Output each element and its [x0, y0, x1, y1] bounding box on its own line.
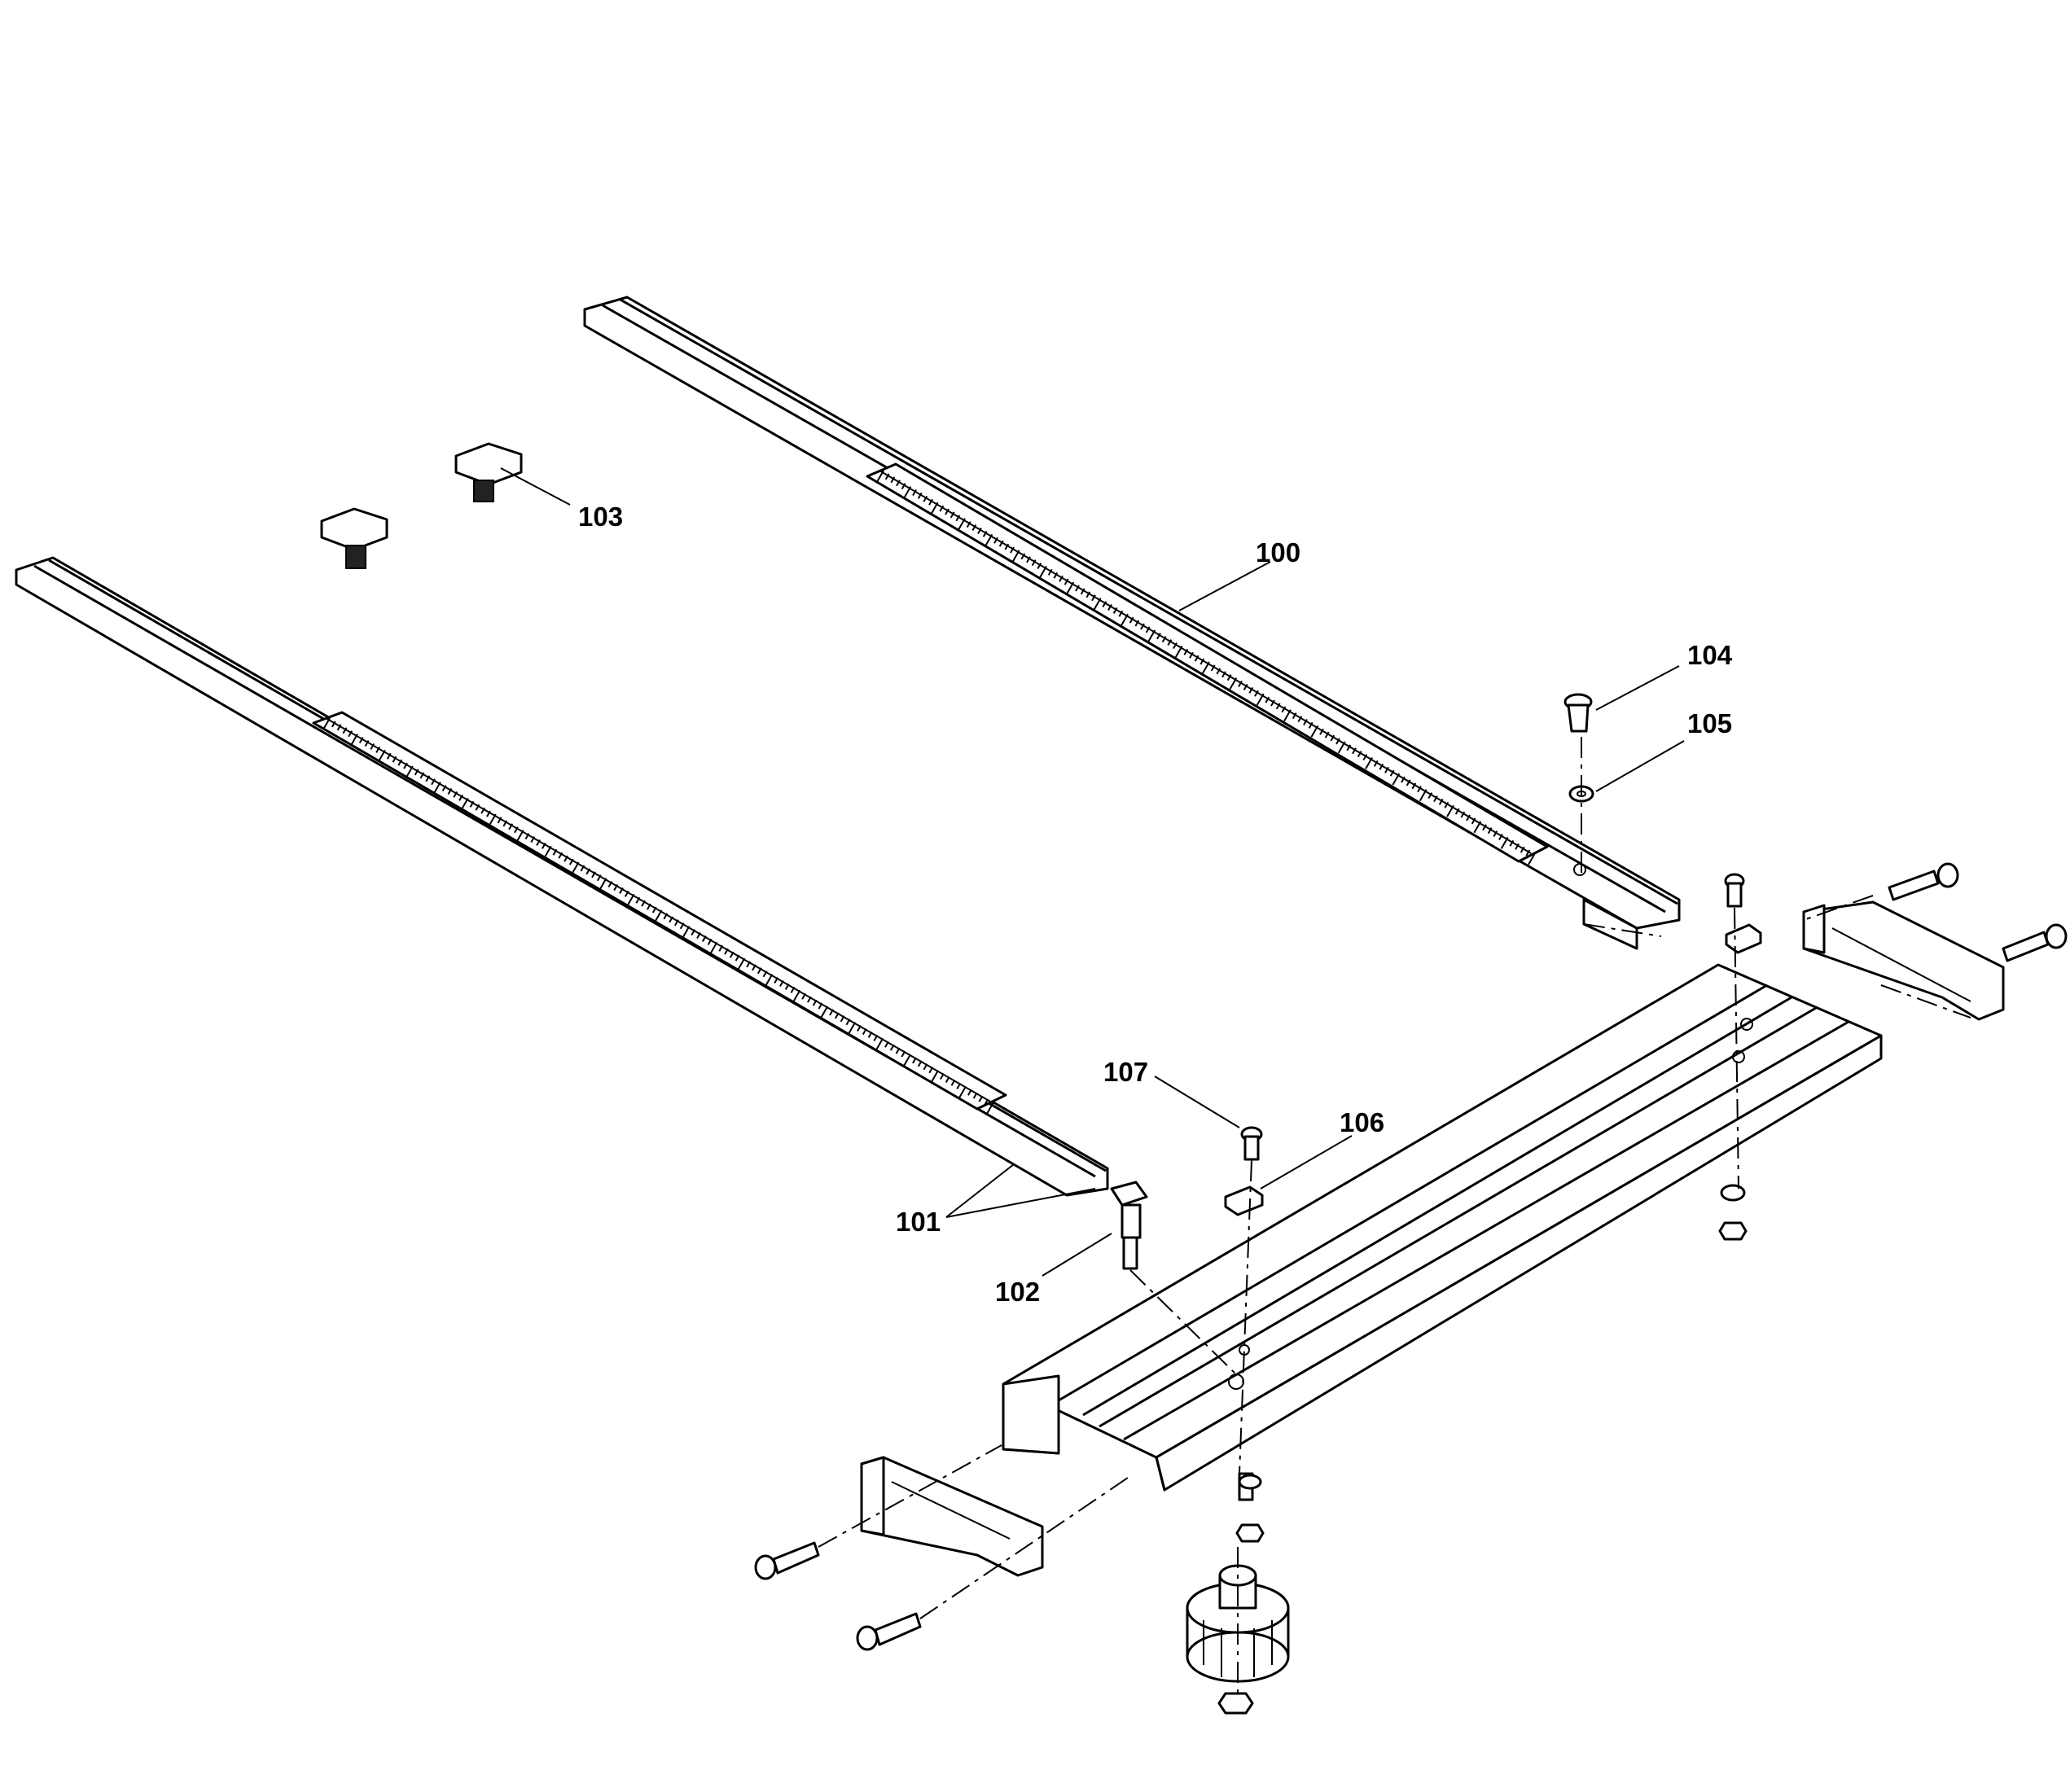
- bolt-left-upper: [754, 1541, 820, 1580]
- callout-103: 103: [578, 502, 623, 532]
- end-cap-left: [860, 1456, 1044, 1577]
- slide-block-right: [1725, 923, 1762, 954]
- rivet-cap: [1563, 693, 1593, 733]
- scale-ticks-upper: [876, 470, 1536, 865]
- scale-rail-lower: [15, 556, 1109, 1197]
- washer-nut-right: [1718, 1184, 1748, 1241]
- callout-106: 106: [1340, 1107, 1384, 1137]
- small-screw-right: [1724, 873, 1745, 908]
- callout-102: 102: [995, 1277, 1040, 1307]
- bolt-right-upper: [1888, 862, 1959, 901]
- scale-ticks-lower: [322, 717, 994, 1115]
- callout-105: 105: [1687, 708, 1732, 738]
- fence-channel: [1002, 963, 1883, 1492]
- knob-screw-2: [320, 507, 388, 569]
- knob-screw-1: [454, 442, 523, 502]
- scale-rail-upper: [583, 296, 1681, 950]
- assembly-lines: [818, 737, 1971, 1693]
- end-cap-right: [1802, 900, 2005, 1021]
- callout-107: 107: [1103, 1057, 1148, 1087]
- callout-104: 104: [1687, 640, 1733, 670]
- callout-100: 100: [1256, 537, 1300, 567]
- slide-block: [1224, 1185, 1264, 1216]
- small-screw: [1240, 1126, 1263, 1161]
- callout-101: 101: [896, 1207, 941, 1237]
- washer-nut-center: [1235, 1472, 1265, 1543]
- leader-lines: [500, 467, 1685, 1277]
- bolt-left-lower: [856, 1612, 922, 1651]
- bolt-right-lower: [2002, 923, 2068, 962]
- pointer-pin: [1110, 1181, 1148, 1270]
